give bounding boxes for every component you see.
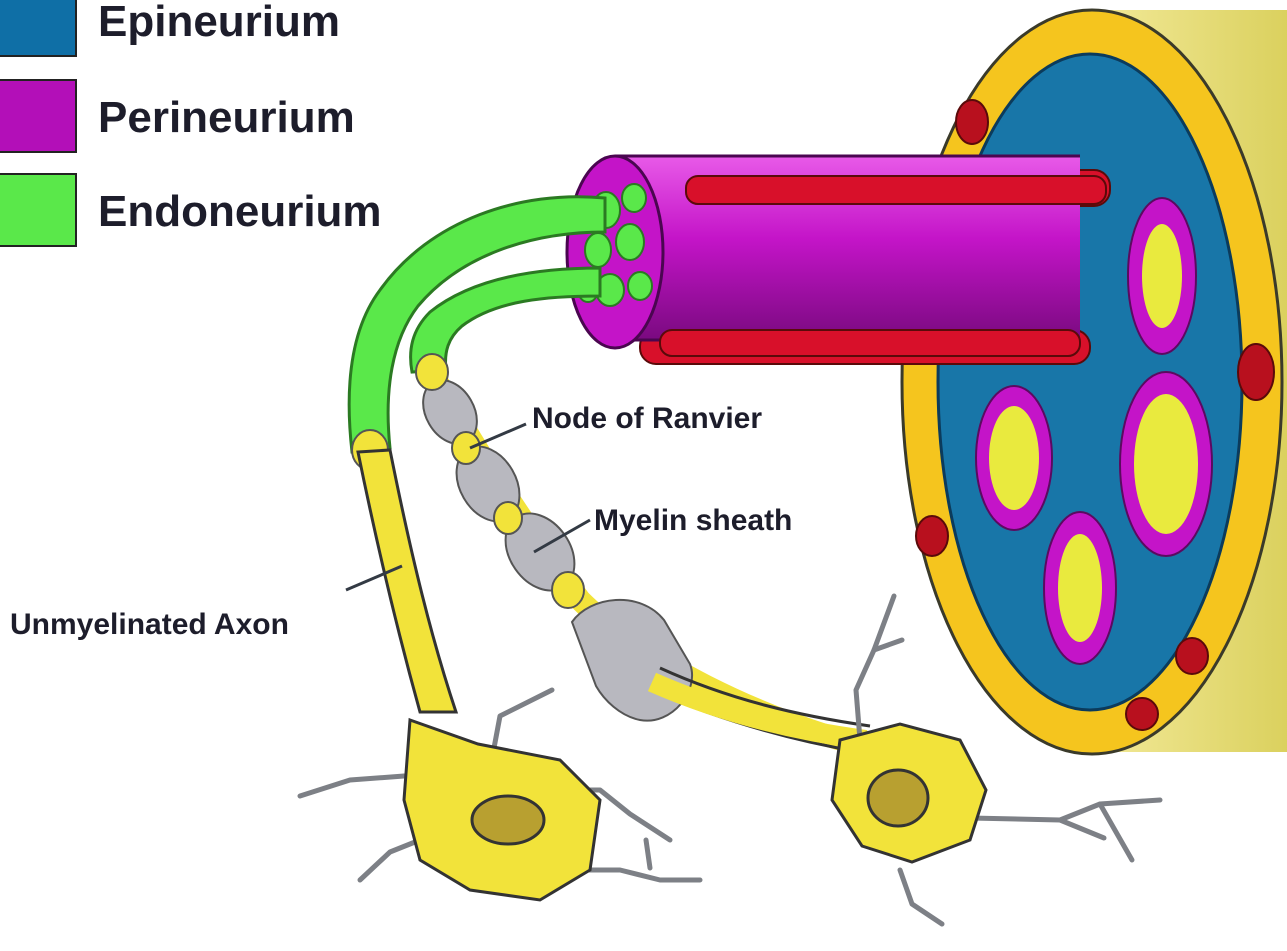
neuron-soma-right bbox=[832, 724, 986, 862]
blood-vessel bbox=[916, 516, 948, 556]
neuron-soma-left bbox=[404, 720, 600, 900]
myelin-sheath-segment bbox=[572, 600, 692, 721]
blood-vessel bbox=[1176, 638, 1208, 674]
unmyelinated-axon bbox=[352, 430, 456, 712]
blood-vessel bbox=[1238, 344, 1274, 400]
legend-label-epineurium: Epineurium bbox=[98, 0, 340, 46]
fascicle-cross-section bbox=[1044, 512, 1116, 664]
node-of-ranvier bbox=[552, 572, 584, 608]
nerve-cross-section bbox=[902, 10, 1287, 754]
fascicle-cross-section bbox=[1120, 372, 1212, 556]
fascicle-end-cap bbox=[567, 156, 663, 348]
fascicle-cross-section bbox=[1128, 198, 1196, 354]
legend-swatch-endoneurium bbox=[0, 174, 76, 246]
legend-swatch-epineurium bbox=[0, 0, 76, 56]
node-of-ranvier bbox=[494, 502, 522, 534]
legend: Epineurium Perineurium Endoneurium bbox=[0, 0, 382, 246]
legend-swatch-perineurium bbox=[0, 80, 76, 152]
label-node-of-ranvier: Node of Ranvier bbox=[532, 402, 762, 435]
label-unmyelinated-axon: Unmyelinated Axon bbox=[10, 608, 289, 641]
fascicle-cross-section bbox=[976, 386, 1052, 530]
blood-vessel bbox=[1126, 698, 1158, 730]
nucleus bbox=[868, 770, 928, 826]
label-myelin-sheath: Myelin sheath bbox=[594, 504, 792, 537]
legend-label-perineurium: Perineurium bbox=[98, 93, 355, 142]
node-of-ranvier bbox=[416, 354, 448, 390]
fascicle-cylinder bbox=[567, 156, 1110, 364]
blood-vessel bbox=[956, 100, 988, 144]
legend-label-endoneurium: Endoneurium bbox=[98, 187, 382, 236]
node-of-ranvier bbox=[452, 432, 480, 464]
nucleus bbox=[472, 796, 544, 844]
